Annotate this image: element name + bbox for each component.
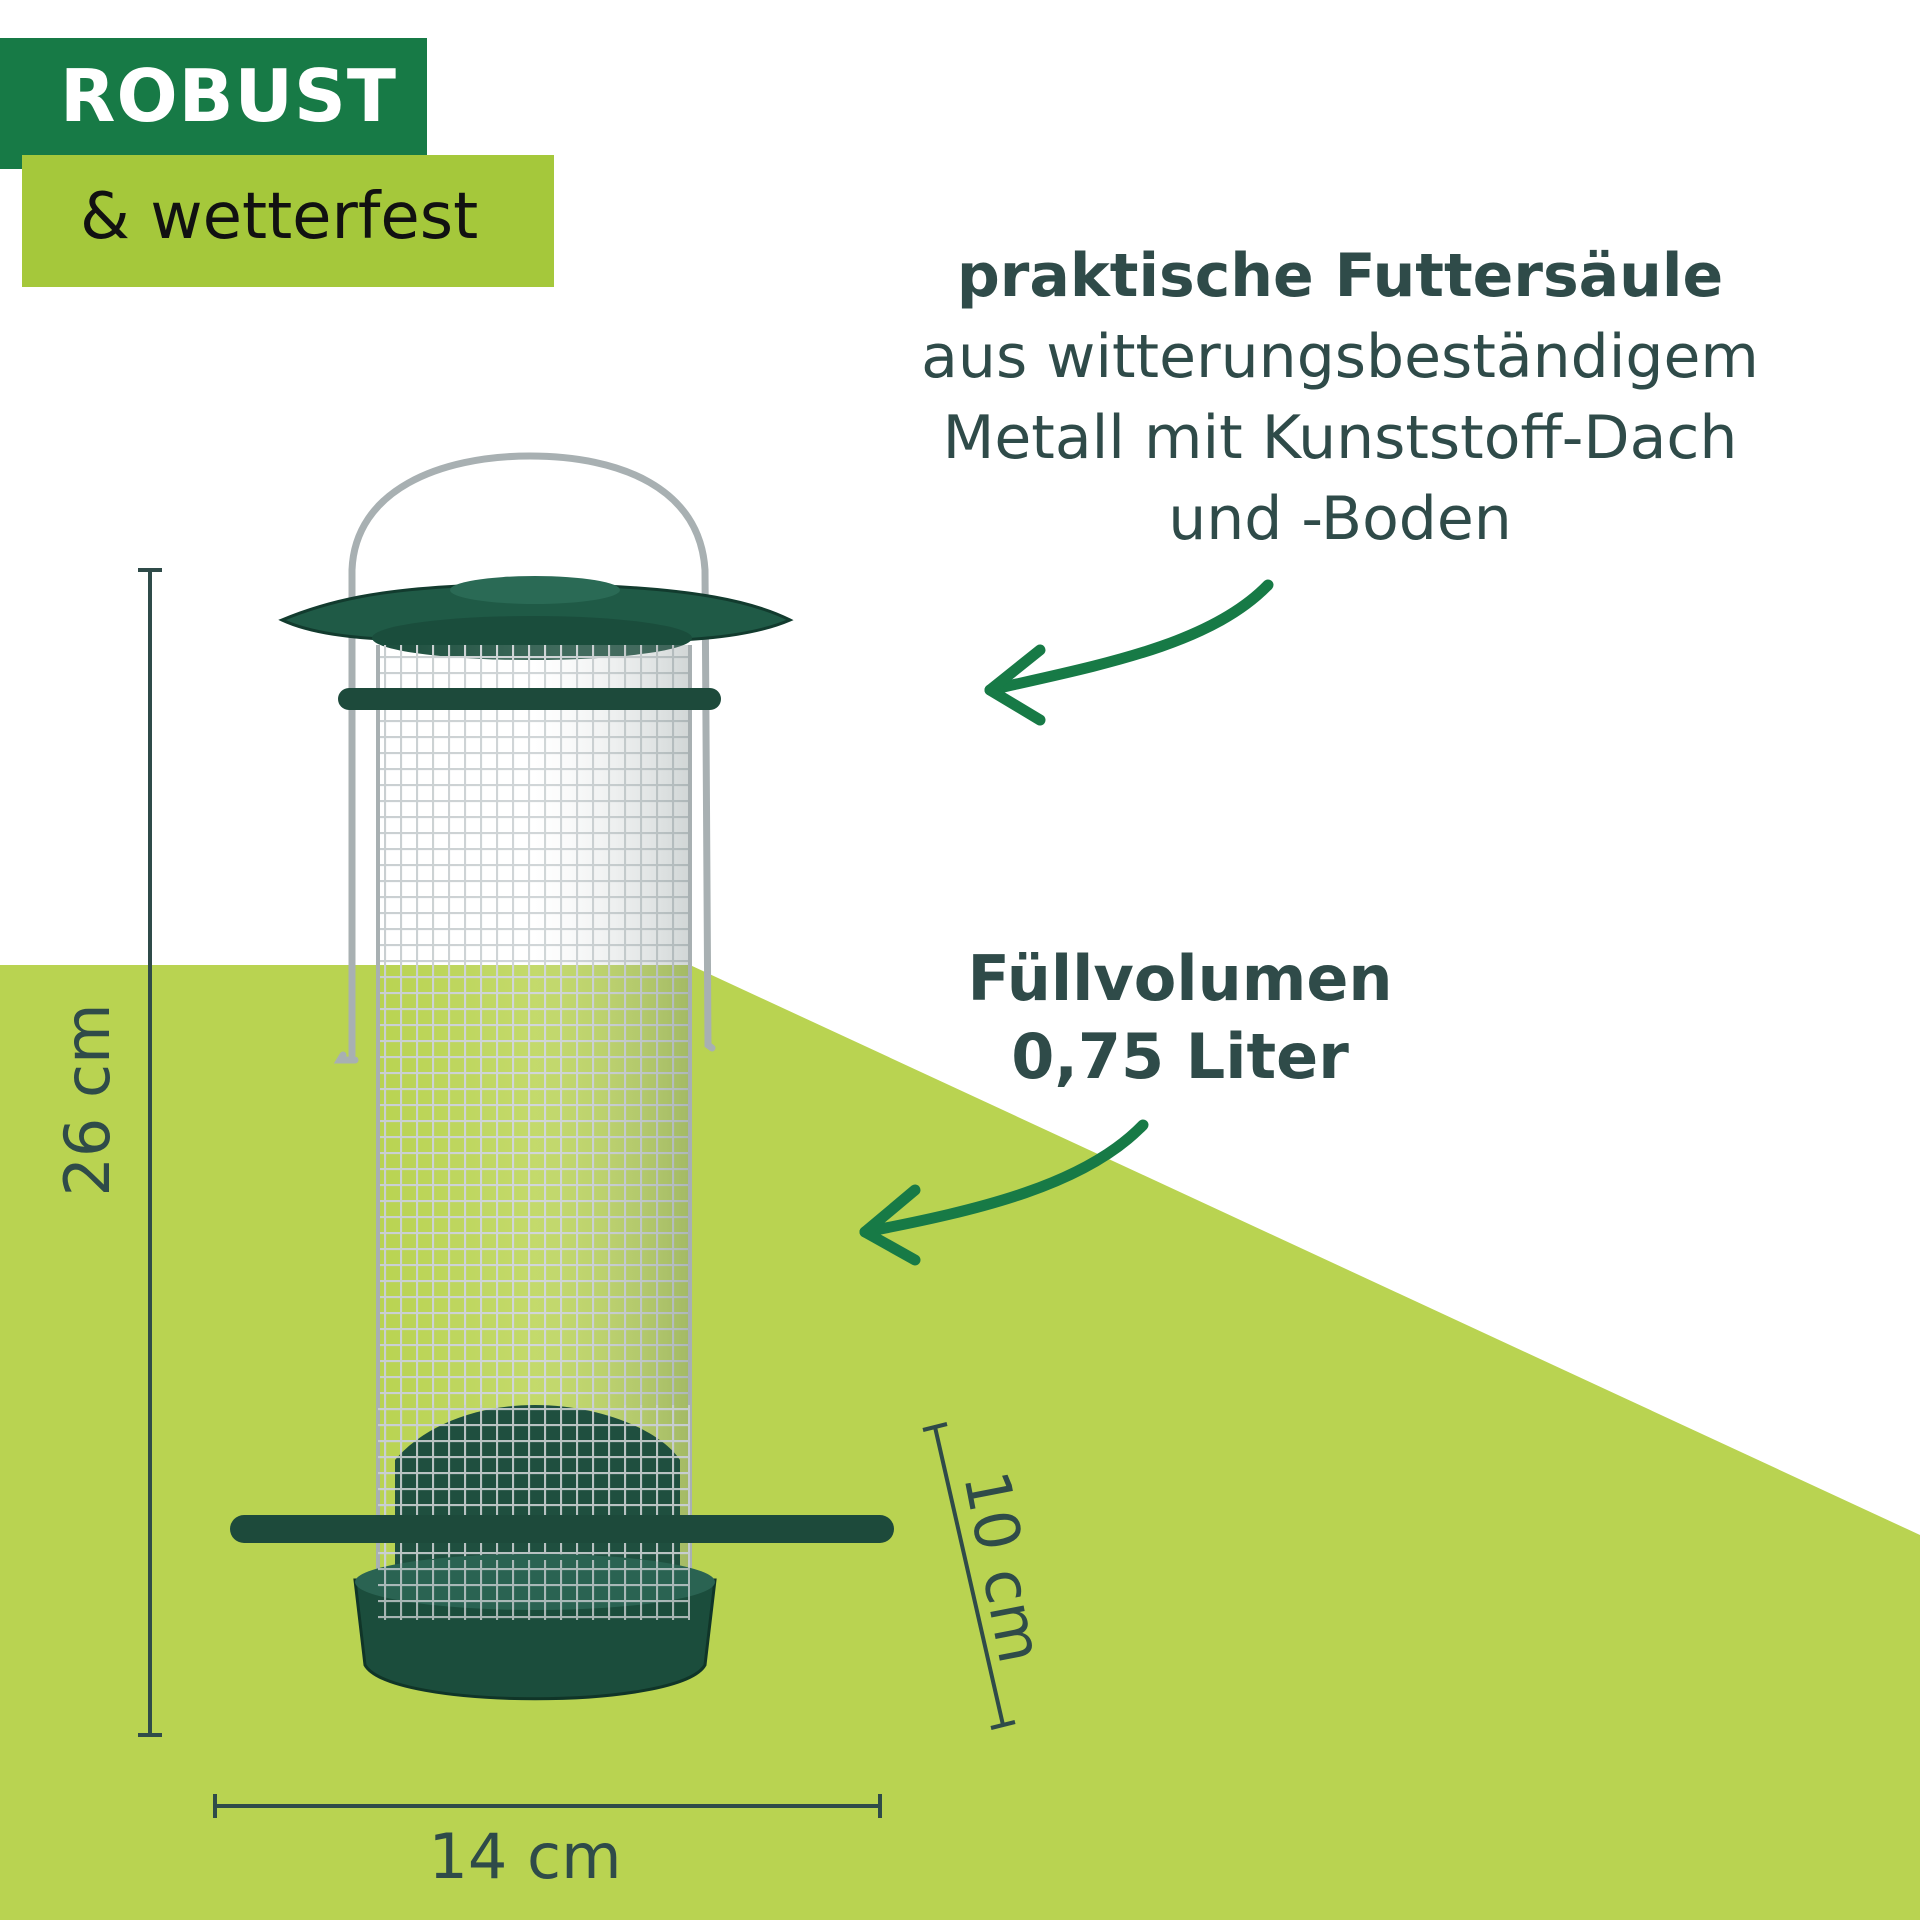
description-line: und -Boden (1168, 484, 1512, 554)
width-dimension-label: 14 cm (428, 1820, 622, 1893)
depth-dimension-line (922, 1422, 1016, 1730)
fill-volume-value: 0,75 Liter (1011, 1020, 1349, 1093)
arrow-to-roof-icon (984, 579, 1274, 726)
height-dimension-label: 26 cm (51, 1003, 124, 1197)
weatherproof-badge-label: & wetterfest (80, 180, 479, 254)
robust-badge: ROBUST (0, 38, 427, 169)
bird-feeder-icon (230, 452, 894, 1701)
robust-badge-label: ROBUST (60, 54, 397, 138)
description-line: Metall mit Kunststoff-Dach (942, 403, 1738, 473)
width-dimension-line (213, 1794, 882, 1818)
fill-volume-label: Füllvolumen (967, 942, 1393, 1015)
product-description: praktische Futtersäule aus witterungsbes… (840, 236, 1840, 560)
description-headline: praktische Futtersäule (956, 241, 1724, 311)
green-background-shape (0, 965, 1920, 1920)
height-dimension-line (138, 568, 162, 1737)
description-line: aus witterungsbeständigem (921, 322, 1759, 392)
fill-volume: Füllvolumen 0,75 Liter (930, 940, 1430, 1096)
weatherproof-badge: & wetterfest (22, 155, 554, 287)
arrow-to-tube-icon (859, 1119, 1149, 1266)
